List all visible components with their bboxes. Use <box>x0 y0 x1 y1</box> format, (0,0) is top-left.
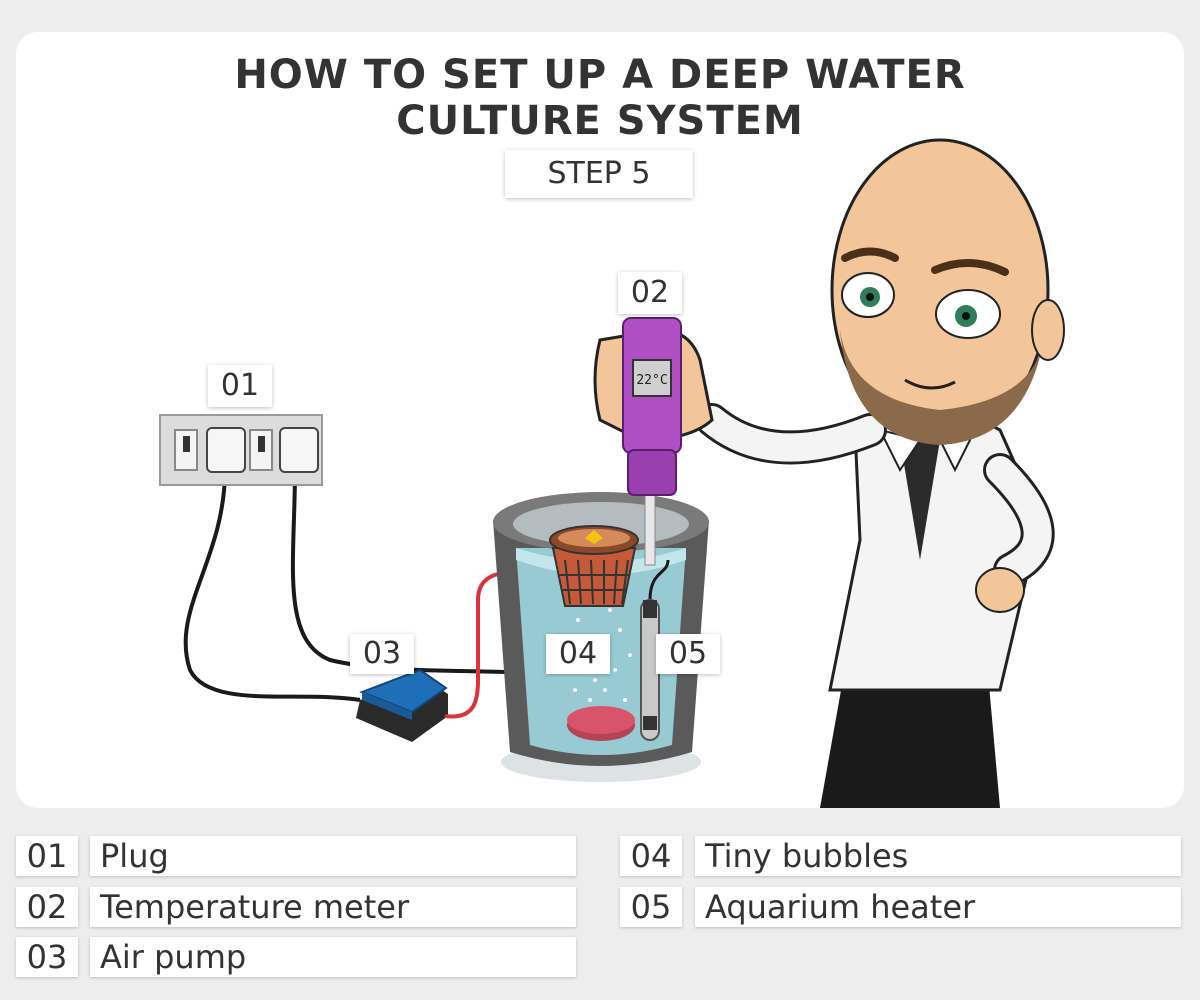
legend-num-temperature-meter: 02 <box>16 887 78 927</box>
callout-plug: 01 <box>208 365 272 407</box>
plug-cord-left <box>186 470 360 700</box>
air-stone-icon <box>567 706 635 741</box>
legend-label-air-pump: Air pump <box>90 937 576 977</box>
callout-air-pump: 03 <box>350 634 414 674</box>
callout-tiny-bubbles: 04 <box>546 634 610 674</box>
wall-socket-icon <box>160 415 322 485</box>
legend-label-tiny-bubbles: Tiny bubbles <box>695 836 1181 876</box>
legend-num-plug: 01 <box>16 836 78 876</box>
legend-num-aquarium-heater: 05 <box>620 887 682 927</box>
meter-display: 22°C <box>636 373 667 388</box>
legend-num-tiny-bubbles: 04 <box>620 836 682 876</box>
legend-label-temperature-meter: Temperature meter <box>90 887 576 927</box>
legend-num-air-pump: 03 <box>16 937 78 977</box>
legend-label-plug: Plug <box>90 836 576 876</box>
temperature-meter-icon: 22°C <box>623 318 681 495</box>
net-pot-icon <box>550 526 638 606</box>
legend-label-aquarium-heater: Aquarium heater <box>695 887 1181 927</box>
callout-aquarium-heater: 05 <box>656 634 720 674</box>
air-pump-icon <box>356 670 448 742</box>
callout-temperature-meter: 02 <box>618 272 682 314</box>
